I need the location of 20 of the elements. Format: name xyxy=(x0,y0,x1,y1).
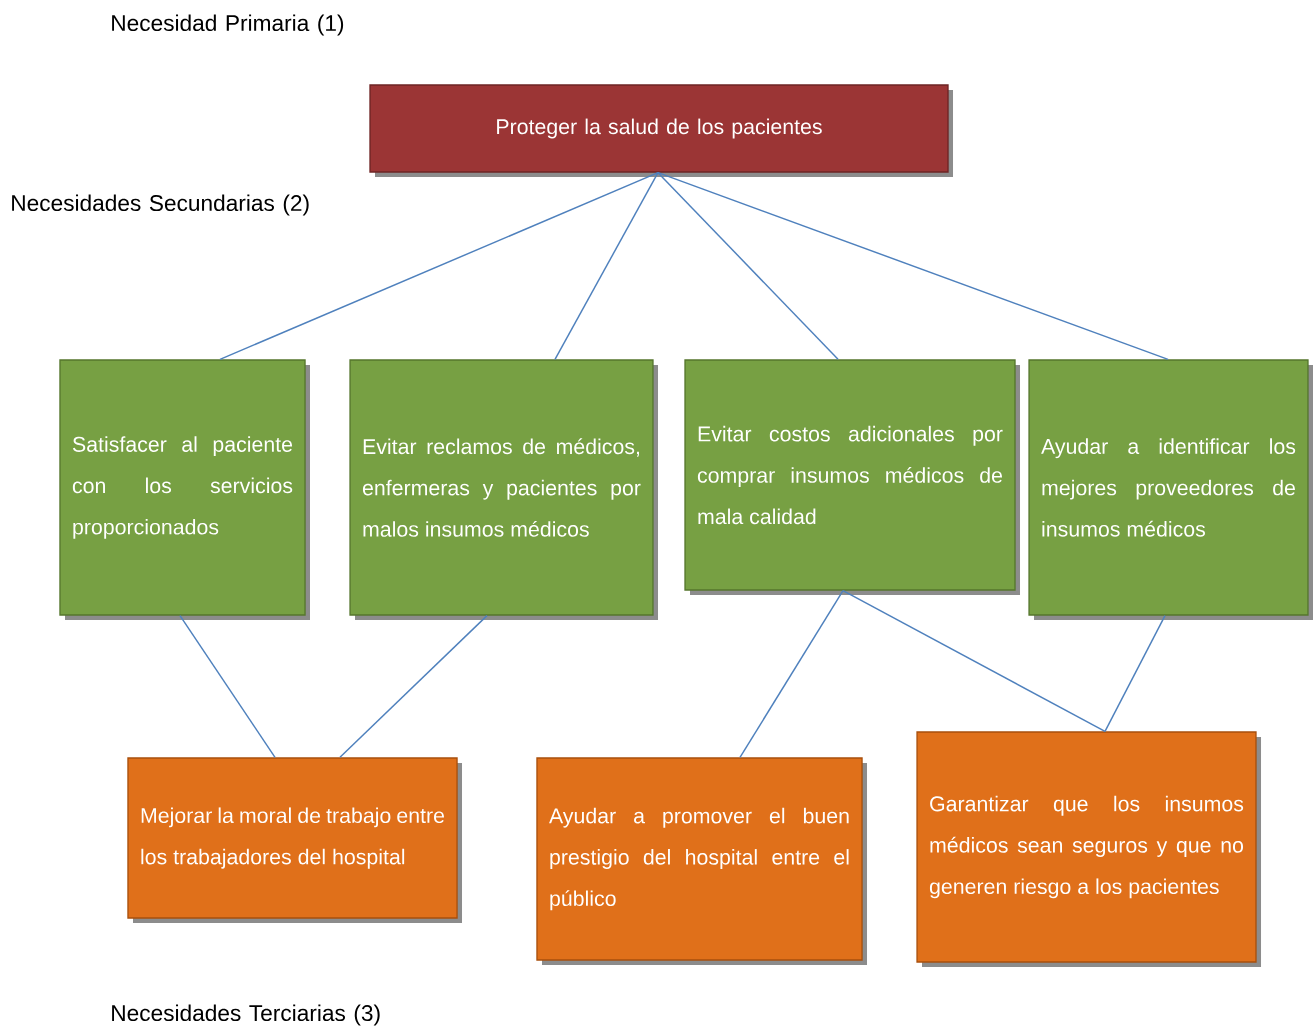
need-box: Ayudar a promover el buen prestigio del hospital entre el público xyxy=(536,757,867,965)
connector-line xyxy=(554,171,659,361)
connector-line xyxy=(219,171,659,361)
connector-line xyxy=(657,171,839,361)
need-box: Proteger la salud de los pacientes xyxy=(369,84,953,177)
connector-line xyxy=(842,589,1106,733)
level-label: Necesidad Primaria (1) xyxy=(112,14,344,36)
need-box: Ayudar a identificar los mejores proveedores de insumos médicos xyxy=(1028,359,1313,620)
connector-line xyxy=(339,614,488,759)
need-box: Evitar costos adicionales por comprar insumos médicos de mala calidad xyxy=(684,359,1020,595)
need-box: Evitar reclamos de médicos, enfermeras y pacientes por malos insumos médicos xyxy=(349,359,658,620)
connector-line xyxy=(657,171,1169,361)
need-box: Garantizar que los insumos médicos sean seguros y que no generen riesgo a los pacientes xyxy=(916,731,1261,967)
connector-line xyxy=(1104,614,1166,733)
need-box: Satisfacer al paciente con los servicios proporcionados xyxy=(59,359,310,620)
need-box: Mejorar la moral de trabajo entre los trabajadores del hospital xyxy=(127,757,462,923)
connector-line xyxy=(179,614,276,759)
connector-line xyxy=(739,589,844,759)
level-label: Necesidades Terciarias (3) xyxy=(112,1004,380,1026)
level-label: Necesidades Secundarias (2) xyxy=(12,194,309,216)
